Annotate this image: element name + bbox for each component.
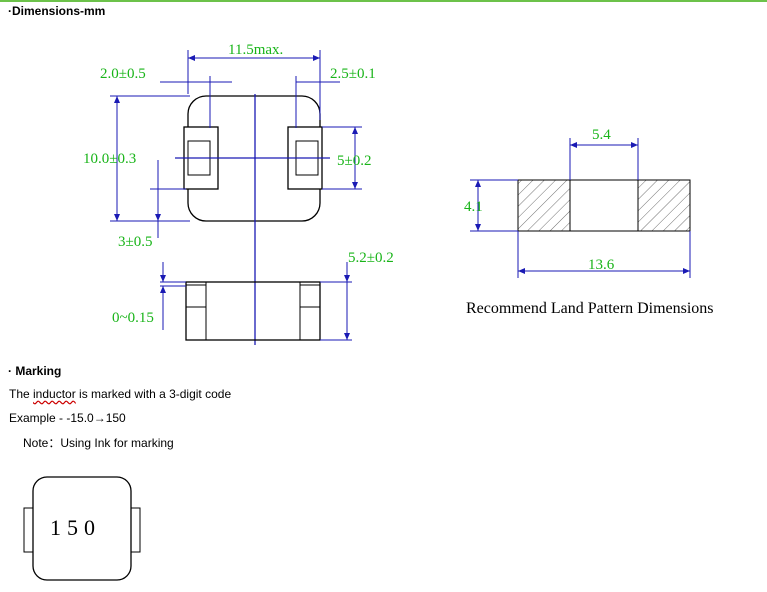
label-terminal-height: 5±0.2 bbox=[337, 153, 371, 169]
label-land-gap: 5.4 bbox=[592, 127, 611, 143]
label-bottom-offset: 3±0.5 bbox=[118, 234, 152, 250]
label-land-height: 4.1 bbox=[464, 199, 483, 215]
label-right-terminal: 2.5±0.1 bbox=[330, 66, 376, 82]
marking-code: 150 bbox=[50, 515, 101, 540]
label-land-total: 13.6 bbox=[588, 257, 615, 273]
marking-sample-body bbox=[32, 476, 132, 581]
marking-note: Note：Using Ink for marking bbox=[23, 436, 174, 450]
marking-example: Example - -15.0→150 bbox=[9, 411, 126, 425]
label-left-terminal: 2.0±0.5 bbox=[100, 66, 146, 82]
label-standoff: 0~0.15 bbox=[112, 310, 154, 326]
land-pad-left bbox=[517, 179, 571, 232]
marking-heading: · Marking bbox=[8, 364, 62, 378]
label-overall-length: 11.5max. bbox=[228, 42, 283, 58]
label-thickness: 5.2±0.2 bbox=[348, 250, 394, 266]
land-pattern-caption: Recommend Land Pattern Dimensions bbox=[466, 300, 714, 317]
land-pad-right bbox=[637, 179, 691, 232]
side-view-body bbox=[185, 281, 321, 341]
marking-description: The inductor is marked with a 3-digit co… bbox=[9, 387, 232, 401]
dimensions-heading: ·Dimensions-mm bbox=[8, 4, 106, 18]
label-body-height: 10.0±0.3 bbox=[83, 151, 136, 167]
top-accent-line bbox=[0, 0, 767, 2]
